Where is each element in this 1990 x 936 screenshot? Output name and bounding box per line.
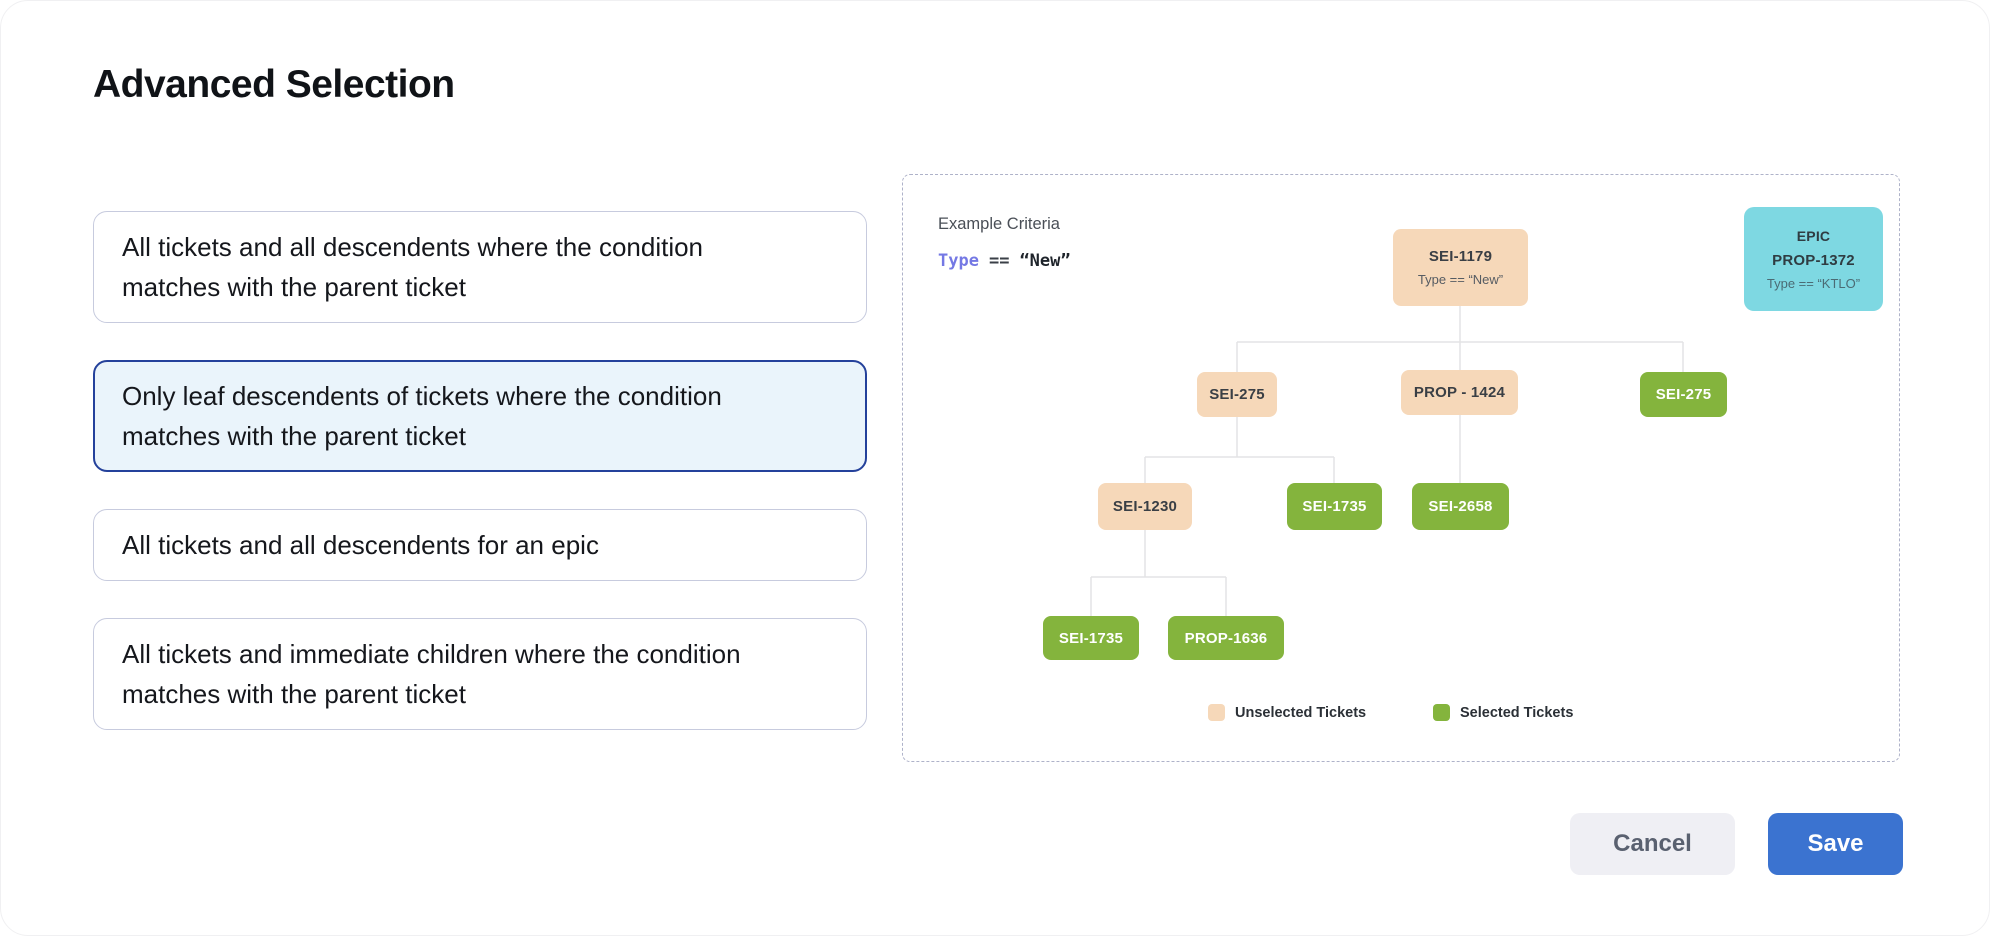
option-all-descendents-epic[interactable]: All tickets and all descendents for an e… (93, 509, 867, 581)
ticket-id: SEI-1735 (1302, 498, 1367, 515)
legend-label: Selected Tickets (1460, 704, 1574, 721)
ticket-id: PROP - 1424 (1413, 384, 1506, 401)
ticket-condition: Type == “New” (1417, 272, 1504, 287)
tree-node: SEI-1735 (1043, 616, 1139, 660)
epic-badge: EPIC (1796, 227, 1831, 244)
example-criteria-heading: Example Criteria (938, 215, 1060, 233)
unselected-swatch-icon (1208, 704, 1225, 721)
example-criteria-expression: Type == “New” (938, 251, 1071, 271)
criteria-field: Type (938, 251, 979, 271)
tree-node: SEI-275 (1197, 372, 1277, 417)
tree-node: PROP-1636 (1168, 616, 1284, 660)
ticket-id: PROP-1372 (1772, 251, 1855, 269)
option-all-descendents-condition[interactable]: All tickets and all descendents where th… (93, 211, 867, 323)
selected-swatch-icon (1433, 704, 1450, 721)
tree-node: SEI-1735 (1287, 483, 1382, 530)
ticket-id: PROP-1636 (1184, 629, 1268, 647)
ticket-id: SEI-2658 (1428, 498, 1493, 515)
cancel-button[interactable]: Cancel (1570, 813, 1735, 875)
legend-unselected: Unselected Tickets (1208, 704, 1366, 721)
tree-node: SEI-2658 (1412, 483, 1509, 530)
option-immediate-children-condition[interactable]: All tickets and immediate children where… (93, 618, 867, 730)
legend-label: Unselected Tickets (1235, 704, 1367, 721)
legend-selected: Selected Tickets (1433, 704, 1573, 721)
tree-node-epic: EPIC PROP-1372 Type == “KTLO” (1744, 207, 1883, 311)
ticket-id: SEI-1179 (1428, 248, 1493, 265)
ticket-condition: Type == “KTLO” (1766, 275, 1861, 291)
option-label: All tickets and all descendents where th… (122, 232, 704, 302)
tree-node: SEI-275 (1640, 372, 1727, 417)
option-leaf-descendents-condition[interactable]: Only leaf descendents of tickets where t… (93, 360, 867, 472)
tree-node-root: SEI-1179 Type == “New” (1393, 229, 1528, 306)
option-label: All tickets and immediate children where… (122, 639, 741, 709)
option-list: All tickets and all descendents where th… (93, 211, 867, 767)
example-diagram-panel: Example Criteria Type == “New” SEI-1179 Ty… (902, 174, 1900, 762)
option-label: All tickets and all descendents for an e… (122, 530, 599, 560)
option-label: Only leaf descendents of tickets where t… (122, 381, 722, 451)
page-title: Advanced Selection (93, 63, 455, 106)
ticket-id: SEI-1735 (1058, 629, 1124, 647)
criteria-value: “New” (1019, 251, 1071, 271)
ticket-id: SEI-275 (1655, 386, 1712, 403)
ticket-id: SEI-275 (1209, 386, 1265, 403)
criteria-operator: == (988, 251, 1010, 271)
tree-node: PROP - 1424 (1401, 370, 1518, 415)
ticket-id: SEI-1230 (1112, 498, 1178, 515)
save-button[interactable]: Save (1768, 813, 1903, 875)
tree-connectors (1090, 306, 1684, 616)
tree-node: SEI-1230 (1098, 483, 1192, 530)
